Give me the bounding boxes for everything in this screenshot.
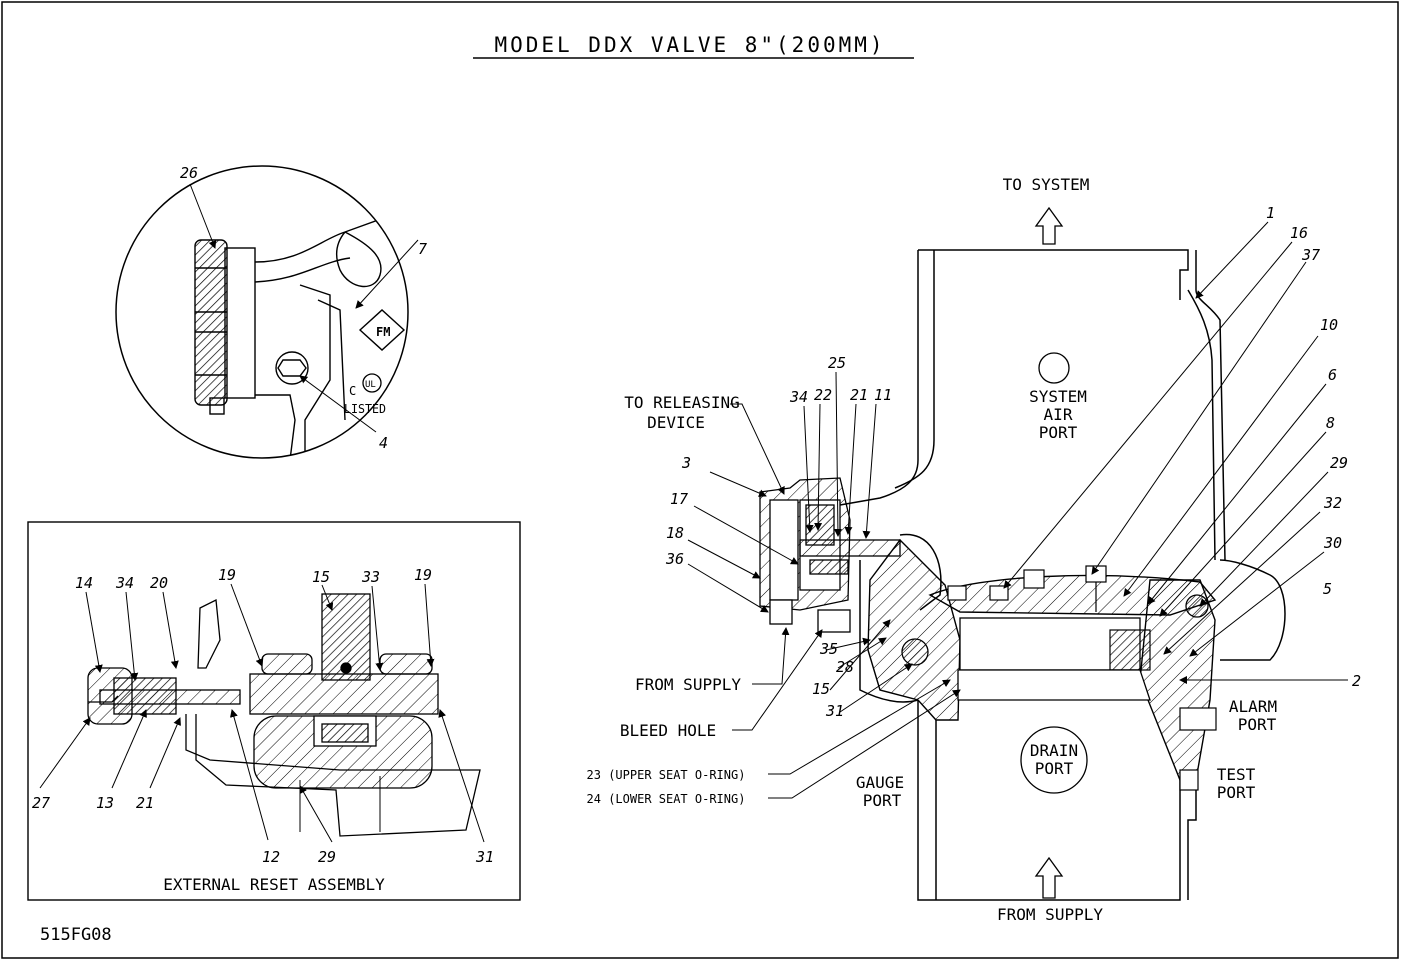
part-num-4: 4 xyxy=(379,434,388,452)
ul-logo xyxy=(362,373,382,393)
alarm-line1: ALARM xyxy=(1229,697,1277,716)
part-num-5: 5 xyxy=(1323,580,1332,598)
part-num-34: 34 xyxy=(115,574,134,592)
to-system-label: TO SYSTEM xyxy=(1003,175,1090,194)
part-num-31-main: 31 xyxy=(825,702,844,720)
detail-circle: FM UL C LISTED 26 7 4 xyxy=(115,164,427,459)
up-arrow-bottom xyxy=(1034,856,1064,899)
upper-seat-label: 23 (UPPER SEAT O-RING) xyxy=(587,768,746,782)
part-num-15: 15 xyxy=(312,568,330,586)
fm-logo: FM xyxy=(376,325,390,339)
gauge-line2: PORT xyxy=(863,791,902,810)
to-releasing-line2: DEVICE xyxy=(647,413,705,432)
up-arrow-top xyxy=(1034,206,1064,245)
reset-assembly-inset: 14 34 20 19 15 33 19 27 13 21 12 29 31 E… xyxy=(27,521,521,901)
ul-c-mark: C xyxy=(349,384,356,398)
test-port-stub xyxy=(1179,769,1199,791)
body-left-wall xyxy=(867,538,961,721)
part-num-10: 10 xyxy=(1320,316,1338,334)
alarm-port-stub xyxy=(1179,707,1217,731)
from-supply-label: FROM SUPPLY xyxy=(997,905,1103,924)
part-num-30: 30 xyxy=(1323,534,1342,552)
part-num-3: 3 xyxy=(681,454,691,472)
alarm-line2: PORT xyxy=(1238,715,1277,734)
part-num-21-main: 21 xyxy=(850,386,868,404)
part-num-19: 19 xyxy=(218,566,236,584)
system-air-line3: PORT xyxy=(1039,423,1078,442)
part-num-22: 22 xyxy=(814,386,832,404)
from-supply-small: FROM SUPPLY xyxy=(635,675,741,694)
drawing-title: MODEL DDX VALVE 8"(200MM) xyxy=(494,33,885,57)
part-num-35: 35 xyxy=(819,640,838,658)
bleed-hole-label: BLEED HOLE xyxy=(620,721,716,740)
part-num-28: 28 xyxy=(836,658,854,676)
part-num-13: 13 xyxy=(96,794,114,812)
part-num-11: 11 xyxy=(874,386,892,404)
part-num-32: 32 xyxy=(1323,494,1342,512)
part-num-21: 21 xyxy=(136,794,154,812)
diaphragm-chamber xyxy=(759,477,901,633)
part-num-6: 6 xyxy=(1328,366,1337,384)
system-air-line1: SYSTEM xyxy=(1029,387,1087,406)
part-num-12: 12 xyxy=(262,848,280,866)
test-line2: PORT xyxy=(1217,783,1256,802)
part-num-20: 20 xyxy=(150,574,168,592)
gauge-line1: GAUGE xyxy=(856,773,904,792)
part-num-15-main: 15 xyxy=(812,680,830,698)
test-line1: TEST xyxy=(1217,765,1256,784)
part-num-7: 7 xyxy=(418,240,427,258)
system-air-port-hole xyxy=(1038,352,1070,384)
part-num-18: 18 xyxy=(666,524,684,542)
cover-plate xyxy=(928,574,1217,616)
drain-port-hole xyxy=(1020,726,1088,794)
latch-roller xyxy=(901,638,929,666)
part-num-14: 14 xyxy=(75,574,93,592)
to-releasing-line1: TO RELEASING xyxy=(624,393,740,412)
pivot-pin xyxy=(1185,594,1209,618)
part-num-37: 37 xyxy=(1301,246,1320,264)
part-num-17: 17 xyxy=(670,490,688,508)
part-num-19b: 19 xyxy=(414,566,432,584)
drain-line1: DRAIN xyxy=(1030,741,1078,760)
part-num-1: 1 xyxy=(1266,204,1275,222)
part-num-26: 26 xyxy=(180,164,198,182)
seat-ring xyxy=(957,669,1151,701)
part-num-16: 16 xyxy=(1290,224,1308,242)
system-air-line2: AIR xyxy=(1044,405,1073,424)
main-valve: TO SYSTEM FROM SUPPLY xyxy=(587,175,1362,924)
part-num-34-main: 34 xyxy=(789,388,808,406)
part-num-29-main: 29 xyxy=(1330,454,1348,472)
part-num-8: 8 xyxy=(1326,414,1335,432)
figure-code: 515FG08 xyxy=(40,925,112,945)
lower-seat-label: 24 (LOWER SEAT O-RING) xyxy=(587,792,746,806)
part-num-29: 29 xyxy=(318,848,336,866)
part-num-2: 2 xyxy=(1352,672,1361,690)
ul-logo-text: UL xyxy=(365,380,376,390)
listed-mark: LISTED xyxy=(344,402,386,416)
clapper-inner xyxy=(1109,629,1151,671)
part-num-36: 36 xyxy=(665,550,684,568)
part-num-25: 25 xyxy=(828,354,846,372)
part-num-33: 33 xyxy=(361,568,380,586)
part-num-31: 31 xyxy=(475,848,494,866)
drain-line2: PORT xyxy=(1035,759,1074,778)
inset-label: EXTERNAL RESET ASSEMBLY xyxy=(163,875,385,894)
part-num-27: 27 xyxy=(32,794,50,812)
